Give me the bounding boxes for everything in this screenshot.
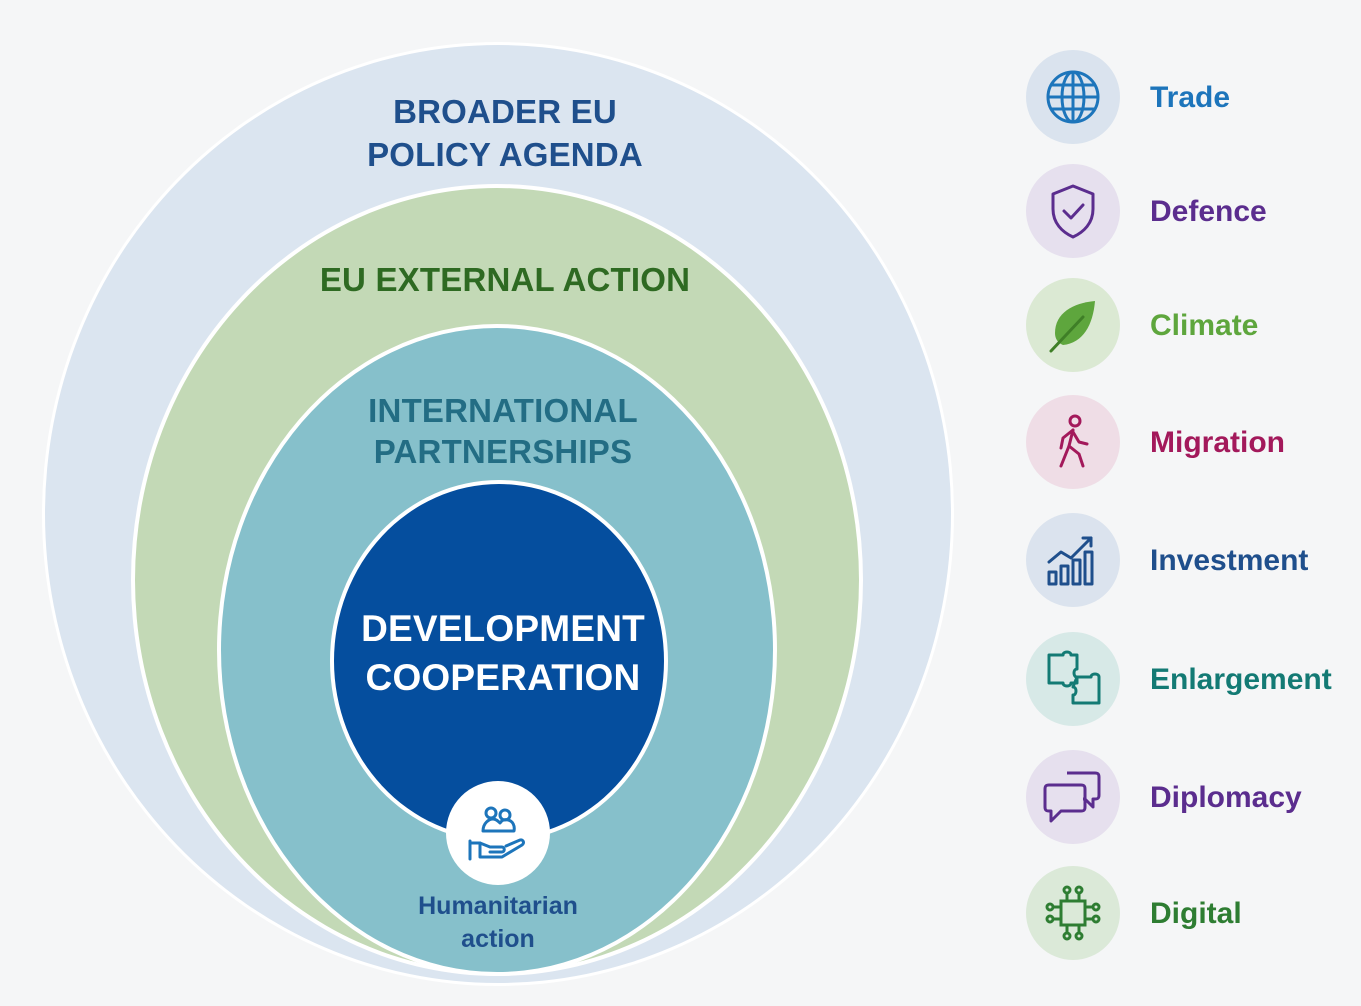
policy-item-defence: Defence	[1026, 164, 1346, 260]
policy-label-investment: Investment	[1150, 544, 1309, 577]
policy-icon-circle	[1026, 632, 1120, 726]
policy-icon-circle	[1026, 750, 1120, 844]
policy-item-migration: Migration	[1026, 395, 1346, 491]
international-partnerships-label-line1: INTERNATIONAL	[368, 392, 638, 429]
broader-eu-policy-label-line2: POLICY AGENDA	[367, 136, 643, 173]
shield-check-icon	[1051, 184, 1095, 239]
puzzle-icon	[1047, 650, 1101, 705]
policy-item-trade: Trade	[1026, 50, 1346, 146]
development-cooperation-label-line1: DEVELOPMENT	[361, 608, 645, 649]
international-partnerships-label-line2: PARTNERSHIPS	[373, 433, 633, 470]
humanitarian-action-label-line1: Humanitarian	[418, 892, 578, 920]
policy-item-diplomacy: Diplomacy	[1026, 750, 1346, 846]
leaf-icon	[1049, 301, 1095, 353]
policy-icon-circle	[1026, 278, 1120, 372]
policy-item-enlargement: Enlargement	[1026, 632, 1346, 728]
policy-item-investment: Investment	[1026, 513, 1346, 609]
humanitarian-action-label: Humanitarian action	[418, 890, 578, 956]
broader-eu-policy-label: BROADER EU POLICY AGENDA	[367, 90, 643, 176]
policy-label-defence: Defence	[1150, 195, 1267, 228]
international-partnerships-label: INTERNATIONAL PARTNERSHIPS	[368, 390, 638, 472]
policy-icon-circle	[1026, 866, 1120, 960]
development-cooperation-label: DEVELOPMENT COOPERATION	[361, 604, 645, 702]
policy-label-enlargement: Enlargement	[1150, 663, 1332, 696]
policy-label-trade: Trade	[1150, 81, 1231, 114]
policy-label-climate: Climate	[1150, 309, 1259, 342]
globe-icon	[1046, 70, 1100, 124]
speech-bubbles-icon	[1043, 771, 1101, 823]
eu-external-action-label: EU EXTERNAL ACTION	[319, 261, 691, 298]
policy-label-migration: Migration	[1150, 426, 1285, 459]
development-cooperation-label-line2: COOPERATION	[365, 657, 641, 698]
policy-icon-circle	[1026, 50, 1120, 144]
helping-hand-icon	[468, 806, 525, 861]
policy-label-digital: Digital	[1150, 897, 1242, 930]
policy-icon-circle	[1026, 164, 1120, 258]
circuit-chip-icon	[1045, 885, 1101, 941]
walking-person-icon	[1059, 414, 1089, 468]
humanitarian-badge	[446, 781, 550, 885]
humanitarian-action-label-line2: action	[461, 925, 535, 953]
growth-chart-icon	[1047, 536, 1094, 586]
policy-item-digital: Digital	[1026, 866, 1346, 962]
broader-eu-policy-label-line1: BROADER EU	[393, 93, 617, 130]
policy-icon-circle	[1026, 513, 1120, 607]
policy-label-diplomacy: Diplomacy	[1150, 781, 1302, 814]
policy-item-climate: Climate	[1026, 278, 1346, 374]
policy-icon-circle	[1026, 395, 1120, 489]
